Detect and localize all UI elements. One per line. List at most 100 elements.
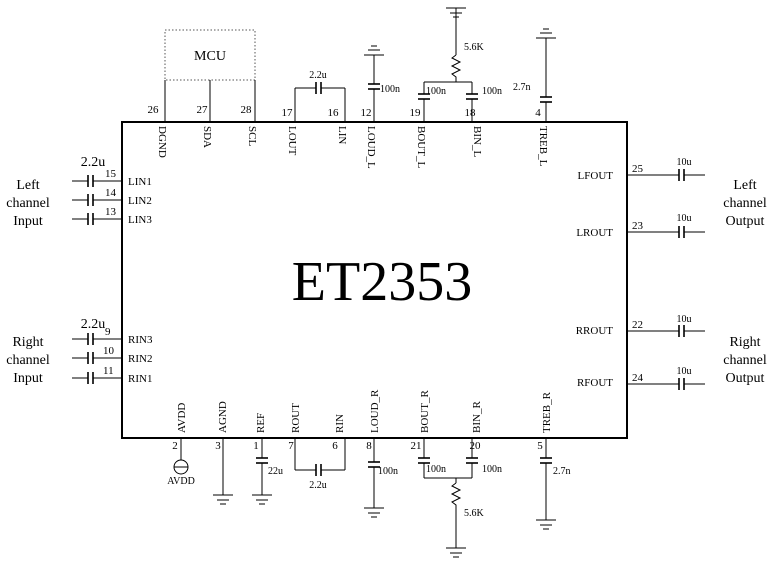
svg-text:Left: Left — [16, 178, 39, 193]
mcu-label: MCU — [194, 49, 226, 64]
svg-text:channel: channel — [723, 196, 767, 211]
svg-text:AGND: AGND — [217, 401, 229, 433]
svg-text:2.7n: 2.7n — [553, 466, 571, 477]
svg-text:10u: 10u — [677, 314, 692, 325]
svg-text:DGND: DGND — [156, 126, 168, 158]
svg-text:6: 6 — [332, 440, 338, 452]
svg-text:4: 4 — [535, 107, 541, 119]
svg-text:24: 24 — [632, 372, 644, 384]
pin-treb-r: 2.7n 5 TREB_R — [536, 391, 571, 530]
svg-text:SDA: SDA — [201, 126, 213, 148]
svg-text:ROUT: ROUT — [290, 403, 302, 433]
svg-text:10u: 10u — [677, 157, 692, 168]
svg-text:Right: Right — [12, 335, 43, 350]
svg-text:Output: Output — [726, 371, 765, 386]
pin-lout-lin: 2.2u 17 16 LOUT LIN — [282, 70, 349, 156]
svg-text:2.2u: 2.2u — [81, 317, 106, 332]
avdd-symbol-label: AVDD — [167, 476, 195, 487]
svg-text:20: 20 — [470, 440, 482, 452]
svg-text:100n: 100n — [426, 464, 446, 475]
svg-text:100n: 100n — [482, 464, 502, 475]
svg-text:5.6K: 5.6K — [464, 42, 485, 53]
svg-text:channel: channel — [6, 353, 50, 368]
svg-text:RIN1: RIN1 — [128, 373, 152, 385]
svg-text:RFOUT: RFOUT — [577, 377, 613, 389]
svg-text:12: 12 — [361, 107, 372, 119]
svg-text:LROUT: LROUT — [576, 227, 613, 239]
pin-sda: 27 SDA — [197, 80, 213, 148]
svg-text:14: 14 — [105, 187, 117, 199]
svg-text:26: 26 — [148, 104, 160, 116]
svg-text:16: 16 — [328, 107, 340, 119]
svg-text:AVDD: AVDD — [176, 403, 188, 433]
svg-text:100n: 100n — [378, 466, 398, 477]
svg-text:LFOUT: LFOUT — [578, 170, 614, 182]
svg-text:100n: 100n — [426, 86, 446, 97]
svg-text:2: 2 — [172, 440, 178, 452]
svg-text:15: 15 — [105, 168, 117, 180]
svg-text:21: 21 — [411, 440, 422, 452]
svg-text:1: 1 — [253, 440, 259, 452]
svg-text:Right: Right — [729, 335, 760, 350]
pin-loud-l: 100n 12 LOUD_L — [361, 45, 400, 169]
svg-text:10u: 10u — [677, 366, 692, 377]
svg-text:22u: 22u — [268, 466, 283, 477]
right-channel-input-label: Right channel Input — [6, 335, 50, 386]
svg-text:SCL: SCL — [246, 126, 258, 146]
pin-bass-l: 5.6K 100n 100n 19 18 BOUT_L BIN_L — [410, 7, 502, 168]
svg-text:18: 18 — [465, 107, 477, 119]
svg-text:17: 17 — [282, 107, 294, 119]
svg-text:Left: Left — [733, 178, 756, 193]
pin-loud-r: 100n 8 LOUD_R — [364, 389, 398, 518]
svg-text:RIN2: RIN2 — [128, 353, 152, 365]
pin-dgnd: 26 DGND — [148, 80, 168, 158]
svg-text:8: 8 — [366, 440, 372, 452]
svg-text:BOUT_R: BOUT_R — [419, 390, 431, 433]
left-channel-input-label: Left channel Input — [6, 178, 50, 229]
svg-text:Output: Output — [726, 214, 765, 229]
svg-text:100n: 100n — [380, 84, 400, 95]
svg-text:TREB_L: TREB_L — [537, 126, 549, 167]
svg-text:2.2u: 2.2u — [309, 480, 327, 491]
svg-text:RIN: RIN — [334, 414, 346, 433]
svg-text:LOUD_L: LOUD_L — [365, 126, 377, 169]
svg-text:2.2u: 2.2u — [81, 155, 106, 170]
svg-text:BOUT_L: BOUT_L — [415, 126, 427, 168]
svg-text:REF: REF — [255, 413, 267, 433]
svg-text:13: 13 — [105, 206, 117, 218]
svg-text:2.7n: 2.7n — [513, 82, 531, 93]
right-channel-output-label: Right channel Output — [723, 335, 767, 386]
left-channel-output-label: Left channel Output — [723, 178, 767, 229]
svg-text:BIN_R: BIN_R — [471, 401, 483, 433]
svg-text:10: 10 — [103, 345, 115, 357]
svg-text:23: 23 — [632, 220, 644, 232]
right-outputs: 10u 10u 10u 10u 25 23 22 24 LFOUT LROUT … — [576, 157, 705, 390]
svg-text:BIN_L: BIN_L — [471, 126, 483, 157]
svg-text:Input: Input — [13, 214, 43, 229]
svg-text:25: 25 — [632, 163, 644, 175]
svg-text:7: 7 — [288, 440, 294, 452]
svg-text:channel: channel — [6, 196, 50, 211]
svg-text:9: 9 — [105, 326, 111, 338]
svg-text:10u: 10u — [677, 213, 692, 224]
svg-text:3: 3 — [215, 440, 221, 452]
svg-text:RIN3: RIN3 — [128, 334, 153, 346]
pin-avdd: AVDD 2 AVDD — [167, 403, 195, 487]
svg-text:27: 27 — [197, 104, 209, 116]
lout-lin-cap-value: 2.2u — [309, 70, 327, 81]
svg-text:LOUT: LOUT — [286, 126, 298, 156]
svg-text:LIN: LIN — [336, 126, 348, 144]
svg-text:TREB_R: TREB_R — [541, 391, 553, 433]
svg-text:LOUD_R: LOUD_R — [369, 389, 381, 433]
pin-agnd: 3 AGND — [213, 401, 233, 505]
svg-text:RROUT: RROUT — [576, 325, 614, 337]
svg-text:5: 5 — [537, 440, 543, 452]
svg-text:19: 19 — [410, 107, 422, 119]
svg-text:22: 22 — [632, 319, 643, 331]
svg-text:LIN3: LIN3 — [128, 214, 152, 226]
pin-treb-l: 2.7n 4 TREB_L — [513, 28, 556, 167]
left-inputs: 2.2u 15 14 13 LIN1 LIN2 LIN3 2.2u 9 10 1… — [72, 155, 153, 385]
svg-text:28: 28 — [241, 104, 253, 116]
pin-bass-r: 100n 100n 5.6K 21 20 BOUT_R BIN_R — [411, 390, 502, 558]
